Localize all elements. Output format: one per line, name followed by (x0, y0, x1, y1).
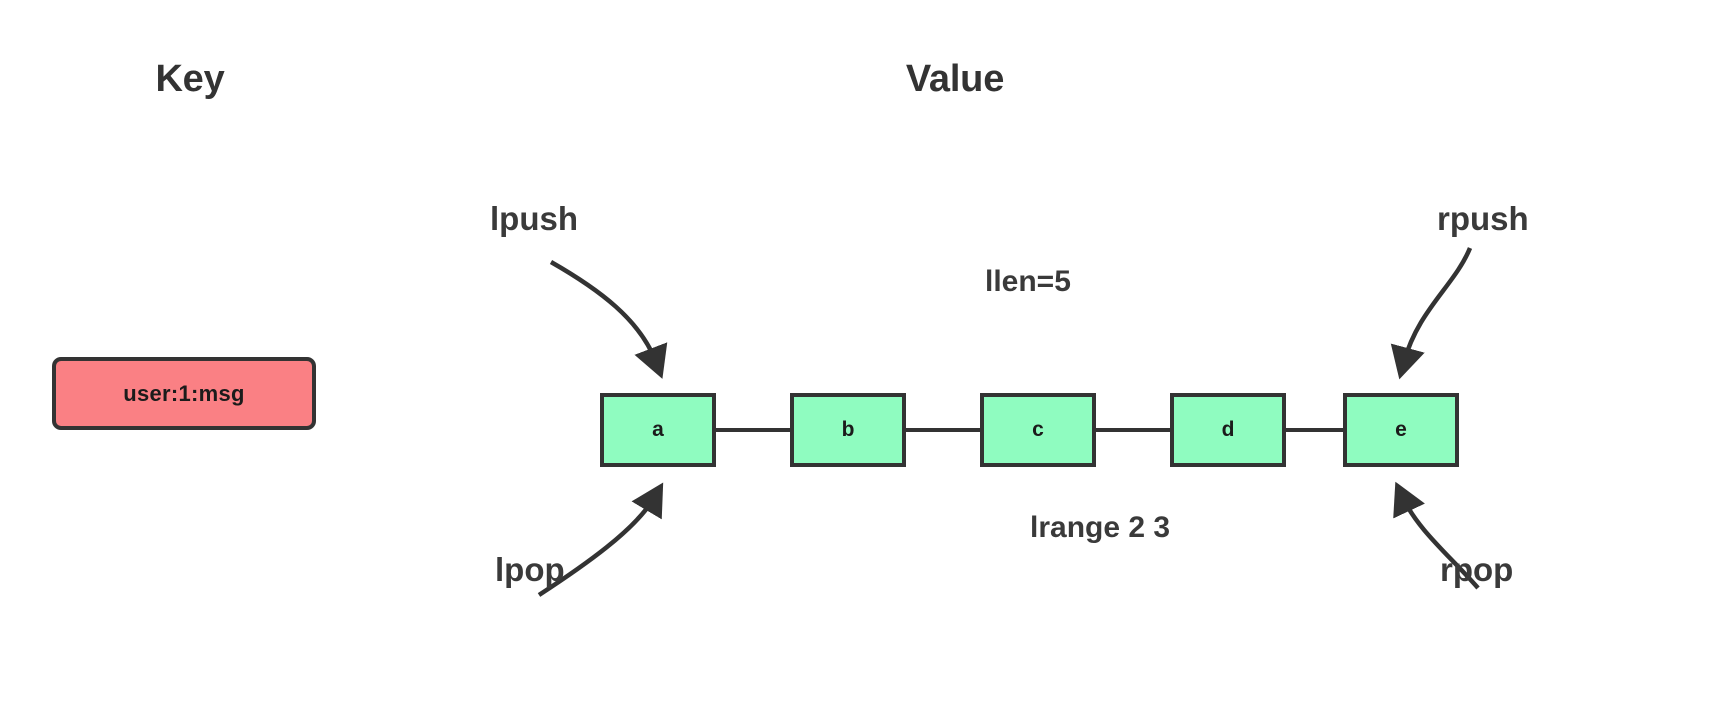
lpush-arrow (549, 260, 668, 379)
annotation-lrange: lrange 2 3 (1030, 511, 1171, 544)
operation-label-lpop: lpop (495, 551, 565, 588)
list-node-e[interactable]: e (1343, 393, 1459, 467)
list-node-c-label: c (1032, 418, 1044, 441)
annotation-llen: llen=5 (985, 265, 1071, 298)
list-node-d-label: d (1221, 418, 1235, 441)
operation-label-lpush: lpush (490, 200, 578, 237)
list-node-b[interactable]: b (790, 393, 906, 467)
key-box-label: user:1:msg (123, 380, 245, 406)
column-header-key: Key (155, 58, 225, 100)
list-node-a[interactable]: a (600, 393, 716, 467)
list-node-a-label: a (652, 418, 664, 441)
lpop-arrow (537, 482, 664, 597)
rpush-arrow (1390, 247, 1473, 380)
list-node-d[interactable]: d (1170, 393, 1286, 467)
list-node-e-label: e (1395, 418, 1407, 441)
list-node-b-label: b (841, 418, 855, 441)
rpop-arrow (1393, 481, 1480, 590)
operation-label-rpush: rpush (1437, 200, 1529, 237)
column-header-value: Value (905, 58, 1005, 100)
operation-label-rpop: rpop (1440, 551, 1514, 588)
list-node-c[interactable]: c (980, 393, 1096, 467)
key-box-user-1-msg[interactable]: user:1:msg (52, 357, 316, 430)
